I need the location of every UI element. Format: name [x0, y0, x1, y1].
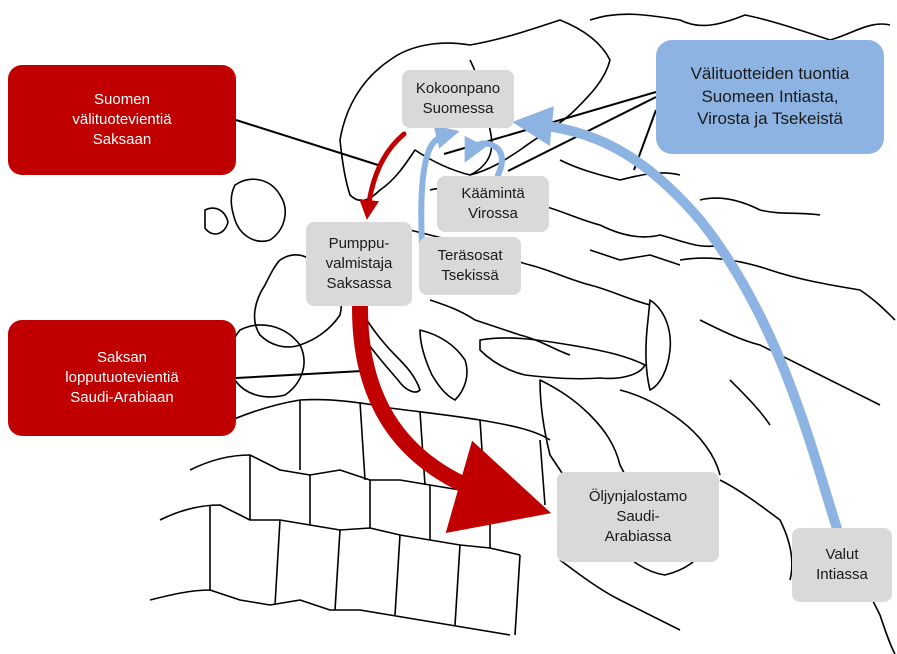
node-assembly-finland: Kokoonpano Suomessa	[402, 70, 514, 128]
import-arrow-estonia	[464, 135, 505, 178]
callout-german-export-text: Saksan lopputuotevientiä Saudi-Arabiaan	[65, 348, 179, 407]
node-castings-india: Valut Intiassa	[792, 528, 892, 602]
node-winding-estonia: Käämintä Virossa	[437, 176, 549, 232]
node-castings-india-label: Valut Intiassa	[816, 545, 868, 583]
node-pump-germany-label: Pumppu- valmistaja Saksassa	[325, 234, 393, 293]
import-arrow-india	[512, 106, 843, 537]
node-assembly-finland-label: Kokoonpano Suomessa	[415, 79, 501, 117]
connector-finnish-export	[235, 119, 379, 166]
node-steel-czech-label: Teräsosat Tsekissä	[437, 246, 503, 284]
callout-imports-text: Välituotteiden tuontia Suomeen Intiasta,…	[690, 63, 850, 129]
callout-german-export: Saksan lopputuotevientiä Saudi-Arabiaan	[8, 320, 236, 436]
node-refinery-saudi-label: Öljynjalostamo Saudi- Arabiassa	[588, 487, 688, 546]
import-arrow-czech	[418, 125, 460, 248]
import-arrows	[418, 106, 843, 537]
map-outline	[149, 13, 896, 654]
node-refinery-saudi: Öljynjalostamo Saudi- Arabiassa	[557, 472, 719, 562]
callout-finnish-export-text: Suomen välituotevientiä Saksaan	[72, 90, 172, 149]
callout-finnish-export: Suomen välituotevientiä Saksaan	[8, 65, 236, 175]
export-arrow-germany-saudi	[352, 300, 552, 533]
connector-german-export	[235, 370, 363, 379]
node-pump-germany: Pumppu- valmistaja Saksassa	[306, 222, 412, 306]
export-arrows	[352, 131, 552, 533]
node-winding-estonia-label: Käämintä Virossa	[461, 184, 525, 222]
export-arrow-finland-germany	[359, 131, 407, 220]
callout-imports: Välituotteiden tuontia Suomeen Intiasta,…	[656, 40, 884, 154]
node-steel-czech: Teräsosat Tsekissä	[419, 237, 521, 295]
